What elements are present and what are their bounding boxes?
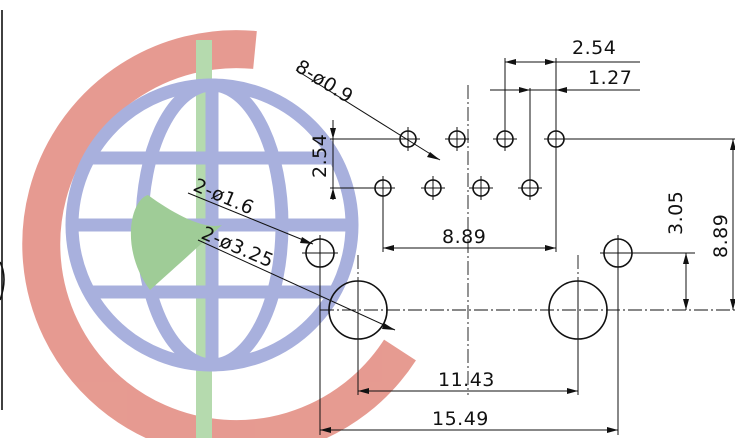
mount-hole	[328, 280, 388, 340]
watermark-logo	[22, 30, 416, 442]
dim-row-spacing: 2.54	[309, 134, 331, 178]
lock-holes	[302, 235, 636, 271]
dim-overall-width: 15.49	[432, 408, 489, 430]
lock-hole	[600, 235, 636, 271]
pin-hole	[396, 127, 420, 151]
dim-pitch-top: 2.54	[572, 37, 616, 59]
dim-row-width: 8.89	[442, 226, 486, 248]
mount-hole	[548, 280, 608, 340]
watermark-red-arc	[22, 30, 416, 442]
pin-holes	[371, 127, 568, 200]
dim-mount-spacing: 11.43	[438, 369, 495, 391]
mount-holes	[328, 280, 608, 340]
dim-half-pitch: 1.27	[588, 67, 632, 89]
dim-offset-vertical: 3.05	[665, 191, 687, 235]
pin-hole	[544, 127, 568, 151]
dim-pin-holes: 8-ø0.9	[291, 56, 357, 108]
lock-hole	[302, 235, 338, 271]
pin-hole	[421, 176, 445, 200]
pin-hole	[518, 176, 542, 200]
pin-hole	[469, 176, 493, 200]
pin-hole	[445, 127, 469, 151]
watermark-dove	[130, 195, 222, 290]
dimension-lines	[187, 58, 735, 435]
dim-total-vertical: 8.89	[710, 214, 732, 258]
pin-hole	[493, 127, 517, 151]
pin-hole	[371, 176, 395, 200]
left-border-curve	[0, 261, 5, 301]
